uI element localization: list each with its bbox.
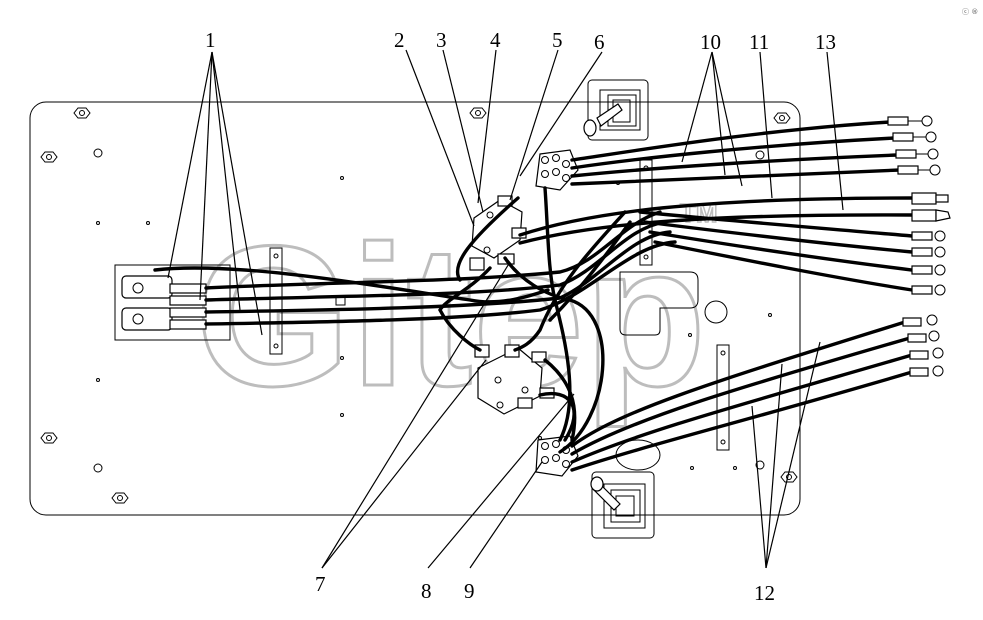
valve-block-lower	[474, 344, 555, 415]
callout-9: 9	[464, 579, 475, 603]
plate-hole	[93, 148, 772, 473]
callout-13: 13	[815, 30, 836, 54]
plate-cutout	[619, 271, 699, 336]
callout-1: 1	[205, 28, 216, 52]
pilot-ports-upper	[535, 149, 579, 191]
corner-mark: ⓒ ®	[962, 8, 978, 16]
callout-5: 5	[552, 28, 563, 52]
callout-2: 2	[394, 28, 405, 52]
hoses-crossing	[438, 186, 632, 454]
plate-cutout-round	[704, 300, 728, 324]
hose-end-fittings	[887, 115, 951, 377]
callout-11: 11	[749, 30, 769, 54]
callout-7: 7	[315, 572, 326, 596]
base-plate	[29, 101, 801, 516]
callout-8: 8	[421, 579, 432, 603]
joystick-lower	[590, 471, 655, 539]
callout-labels: 1 2 3 4 5 6 10 11 13 7 8 9 12	[205, 28, 836, 605]
mounting-nut	[40, 107, 798, 504]
callout-3: 3	[436, 28, 447, 52]
callout-6: 6	[594, 30, 605, 54]
callout-4: 4	[490, 28, 501, 52]
callout-10: 10	[700, 30, 721, 54]
callout-12: 12	[754, 581, 775, 605]
leader-lines	[167, 49, 844, 569]
joystick-upper	[583, 79, 649, 141]
hoses-lower-right	[570, 320, 914, 472]
hoses-upper-right	[518, 120, 914, 292]
